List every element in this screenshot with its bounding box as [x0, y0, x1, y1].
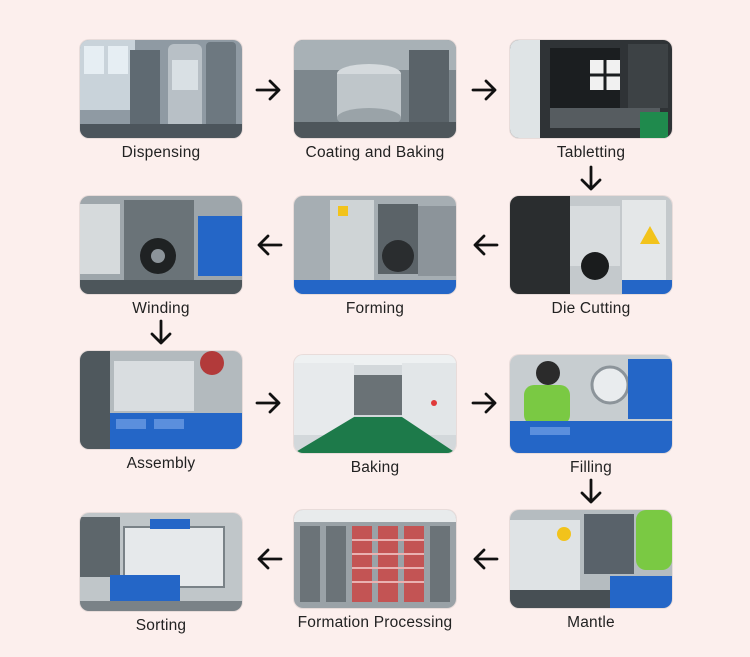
sorting-photo — [80, 513, 242, 611]
step-die-cutting: Die Cutting — [510, 196, 672, 317]
winding-photo — [80, 196, 242, 294]
tabletting-photo — [510, 40, 672, 138]
step-label: Winding — [132, 300, 190, 317]
step-sorting: Sorting — [80, 513, 242, 634]
assembly-photo — [80, 351, 242, 449]
dispensing-photo — [80, 40, 242, 138]
step-winding: Winding — [80, 196, 242, 317]
baking-photo — [294, 355, 456, 453]
step-tabletting: Tabletting — [510, 40, 672, 161]
arrow-left-icon — [254, 544, 284, 574]
step-label: Assembly — [126, 455, 196, 472]
arrow-right-icon — [254, 388, 284, 418]
arrow-down-icon — [576, 164, 606, 194]
step-label: Tabletting — [556, 144, 626, 161]
arrow-right-icon — [470, 75, 500, 105]
coating-and-baking-photo — [294, 40, 456, 138]
mantle-photo — [510, 510, 672, 608]
step-label: Dispensing — [121, 144, 201, 161]
step-label: Baking — [350, 459, 400, 476]
step-coating-and-baking: Coating and Baking — [294, 40, 456, 161]
step-baking: Baking — [294, 355, 456, 476]
formation-processing-photo — [294, 510, 456, 608]
arrow-left-icon — [254, 230, 284, 260]
die-cutting-photo — [510, 196, 672, 294]
step-filling: Filling — [510, 355, 672, 476]
arrow-right-icon — [470, 388, 500, 418]
step-label: Sorting — [135, 617, 187, 634]
forming-photo — [294, 196, 456, 294]
step-formation-processing: Formation Processing — [294, 510, 456, 631]
step-assembly: Assembly — [80, 351, 242, 472]
step-dispensing: Dispensing — [80, 40, 242, 161]
step-label: Forming — [345, 300, 405, 317]
step-label: Mantle — [567, 614, 615, 631]
arrow-left-icon — [470, 230, 500, 260]
step-mantle: Mantle — [510, 510, 672, 631]
arrow-right-icon — [254, 75, 284, 105]
arrow-down-icon — [146, 318, 176, 348]
step-label: Formation Processing — [297, 614, 453, 631]
arrow-down-icon — [576, 477, 606, 507]
step-forming: Forming — [294, 196, 456, 317]
arrow-left-icon — [470, 544, 500, 574]
step-label: Die Cutting — [551, 300, 631, 317]
step-label: Filling — [570, 459, 612, 476]
step-label: Coating and Baking — [305, 144, 445, 161]
filling-photo — [510, 355, 672, 453]
